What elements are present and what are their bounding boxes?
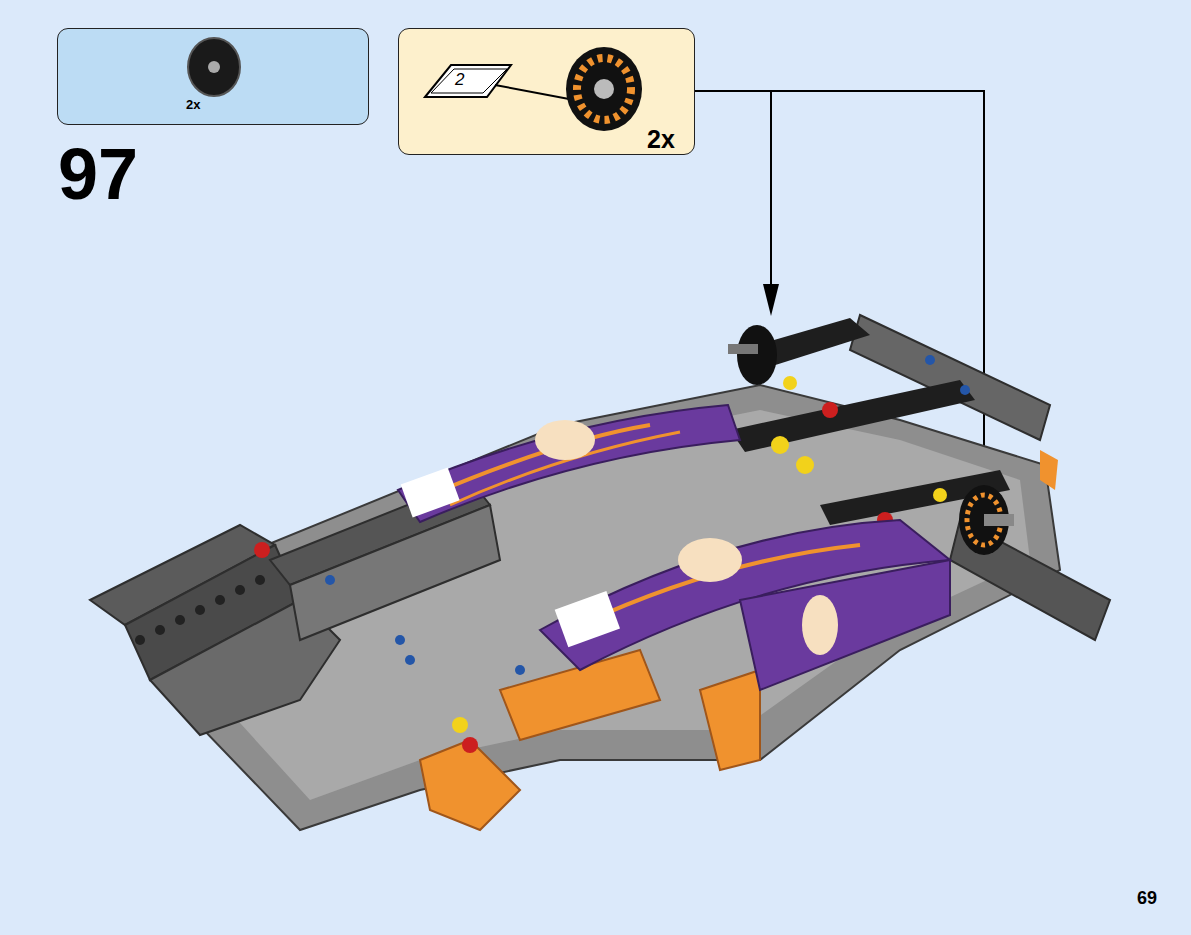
- step-number: 97: [58, 138, 138, 210]
- car-chassis: [90, 315, 1110, 830]
- sticker-number: 2: [455, 70, 464, 90]
- part-icon: [58, 29, 370, 126]
- quantity: 2x: [647, 125, 675, 154]
- sticker-callout: 2 2x: [398, 28, 695, 155]
- page-number: 69: [1137, 889, 1157, 907]
- parts-box: 2x: [57, 28, 369, 125]
- quantity: 2x: [186, 97, 200, 112]
